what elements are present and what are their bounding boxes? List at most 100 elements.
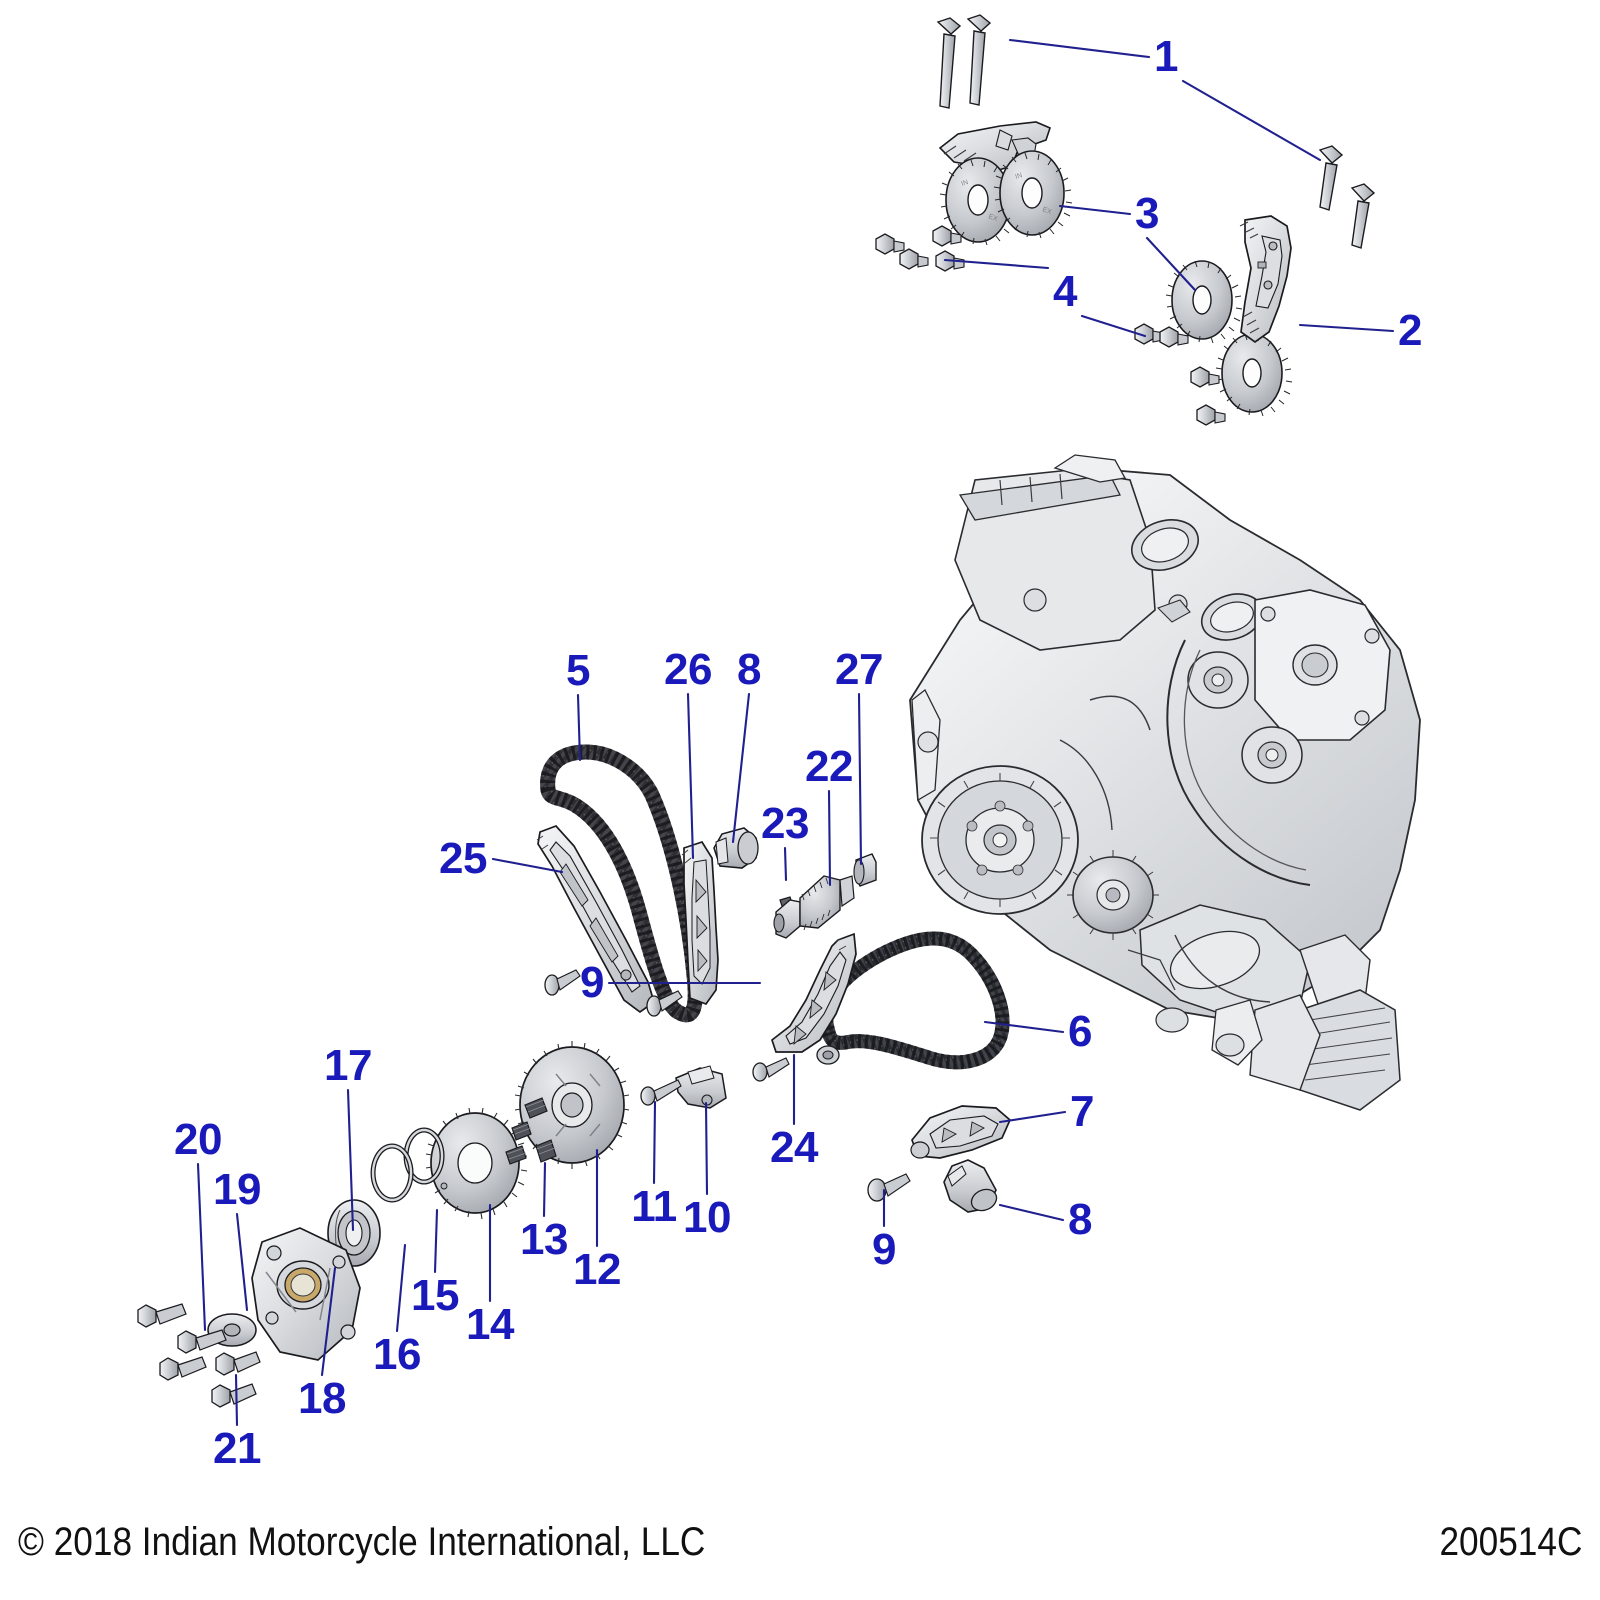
part-sprocket-bolt (1134, 323, 1164, 345)
part-guide-bolt (867, 1173, 911, 1202)
part-chain-tensioner-top (713, 827, 759, 869)
callout-9[interactable]: 9 (872, 1225, 896, 1274)
callout-4[interactable]: 4 (1053, 267, 1077, 316)
part-carrier-bolt-short (215, 1351, 261, 1376)
leader-line-27 (857, 692, 863, 866)
part-sprocket-bolt (1159, 326, 1189, 348)
callout-1[interactable]: 1 (1154, 32, 1178, 81)
part-camshaft-sprocket-d (1215, 333, 1293, 417)
leader-line-8 (998, 1203, 1065, 1222)
leader-line-26 (686, 692, 695, 860)
callout-7[interactable]: 7 (1070, 1087, 1094, 1136)
leader-line-19 (235, 1212, 249, 1312)
leader-line-17 (346, 1088, 355, 1232)
part-spacer-collar (853, 853, 877, 887)
leader-line-4 (943, 258, 1050, 270)
part-idler-gear-small (425, 1107, 528, 1220)
part-idler-gear-large (514, 1041, 630, 1169)
leader-line-13 (542, 1161, 547, 1218)
callout-9[interactable]: 9 (580, 958, 604, 1007)
part-guide-bolt (544, 969, 581, 996)
part-sprocket-bolt (932, 225, 962, 247)
part-camshaft-sprocket-c (1165, 260, 1243, 344)
engine-assembly (909, 454, 1421, 1111)
leader-line-1 (1008, 38, 1151, 59)
svg-text:EX: EX (987, 213, 998, 223)
part-oil-jet-nozzle (675, 1065, 727, 1109)
svg-text:EX: EX (1041, 206, 1052, 216)
part-chain-guide-rear (1239, 215, 1292, 344)
leader-line-18 (320, 1266, 337, 1377)
leader-line-22 (827, 789, 832, 887)
part-dowel-pin (511, 1121, 532, 1141)
callout-8[interactable]: 8 (1068, 1195, 1092, 1244)
part-camshaft-sprocket-a: IN EX (939, 157, 1019, 246)
callout-24[interactable]: 24 (770, 1123, 818, 1172)
leader-line-25 (491, 857, 564, 874)
leader-line-16 (395, 1243, 407, 1333)
part-carrier-bolt-short (211, 1383, 257, 1408)
part-oil-jet-bolt (640, 1079, 682, 1106)
leader-line-20 (196, 1162, 207, 1332)
leader-line-6 (983, 1020, 1065, 1034)
callout-21[interactable]: 21 (213, 1424, 261, 1473)
callout-8[interactable]: 8 (737, 645, 761, 694)
callout-12[interactable]: 12 (573, 1245, 621, 1294)
part-chain-guide-pivot (771, 932, 857, 1065)
copyright-notice: © 2018 Indian Motorcycle International, … (18, 1520, 706, 1564)
leader-line-2 (1298, 323, 1395, 333)
part-camshaft-sprocket-b: IN EX (993, 150, 1073, 239)
callout-6[interactable]: 6 (1068, 1007, 1092, 1056)
part-tensioner-shaft-gear (773, 875, 855, 939)
leader-line-3 (1145, 236, 1197, 292)
part-cylinder-head-bolt-long-right (1318, 145, 1376, 249)
part-guide-bolt (646, 990, 683, 1017)
callout-25[interactable]: 25 (439, 834, 487, 883)
document-number: 200514C (1439, 1520, 1582, 1564)
part-sprocket-bolt-group (875, 225, 1226, 426)
part-bearing-carrier-plate (251, 1227, 361, 1361)
callout-2[interactable]: 2 (1398, 306, 1422, 355)
callout-23[interactable]: 23 (761, 799, 809, 848)
callout-10[interactable]: 10 (683, 1193, 731, 1242)
part-dowel-pin (524, 1097, 548, 1119)
callout-20[interactable]: 20 (174, 1115, 222, 1164)
callout-17[interactable]: 17 (324, 1041, 372, 1090)
part-retaining-ring-inner (370, 1143, 414, 1251)
part-sprocket-bolt (1190, 366, 1220, 388)
part-dowel-pin (535, 1139, 557, 1163)
part-misc-bolt (752, 1057, 790, 1082)
callout-3[interactable]: 3 (1135, 189, 1159, 238)
part-chain-guide-tensioner-arm (536, 825, 655, 1014)
callout-19[interactable]: 19 (213, 1165, 261, 1214)
callout-11[interactable]: 11 (631, 1182, 677, 1231)
callout-13[interactable]: 13 (520, 1215, 568, 1264)
callout-18[interactable]: 18 (298, 1374, 346, 1423)
leader-line-7 (998, 1110, 1067, 1124)
top-assembly-group: IN EX IN EX (875, 14, 1376, 426)
part-sprocket-bolt (875, 233, 905, 255)
part-sprocket-bolt (899, 248, 929, 270)
leader-line-10 (704, 1101, 709, 1196)
svg-text:IN: IN (960, 179, 969, 188)
callout-27[interactable]: 27 (835, 645, 883, 694)
callout-22[interactable]: 22 (805, 742, 853, 791)
callout-5[interactable]: 5 (566, 646, 590, 695)
part-dowel-pin (505, 1145, 527, 1165)
leader-line-5 (576, 693, 582, 762)
rear-chain-group (771, 931, 1012, 1213)
leader-line-11 (652, 1100, 657, 1185)
leader-line-3 (1058, 204, 1132, 216)
footer: © 2018 Indian Motorcycle International, … (0, 1520, 1600, 1590)
leader-line-21 (234, 1373, 239, 1427)
callout-15[interactable]: 15 (411, 1271, 459, 1320)
callout-leader-lines (196, 38, 1395, 1427)
callout-16[interactable]: 16 (373, 1330, 421, 1379)
callout-26[interactable]: 26 (664, 645, 712, 694)
part-sprocket-bolt (1196, 404, 1226, 426)
part-cylinder-head-bolt-long (936, 14, 992, 109)
leader-line-15 (433, 1208, 439, 1274)
callout-14[interactable]: 14 (466, 1300, 514, 1349)
